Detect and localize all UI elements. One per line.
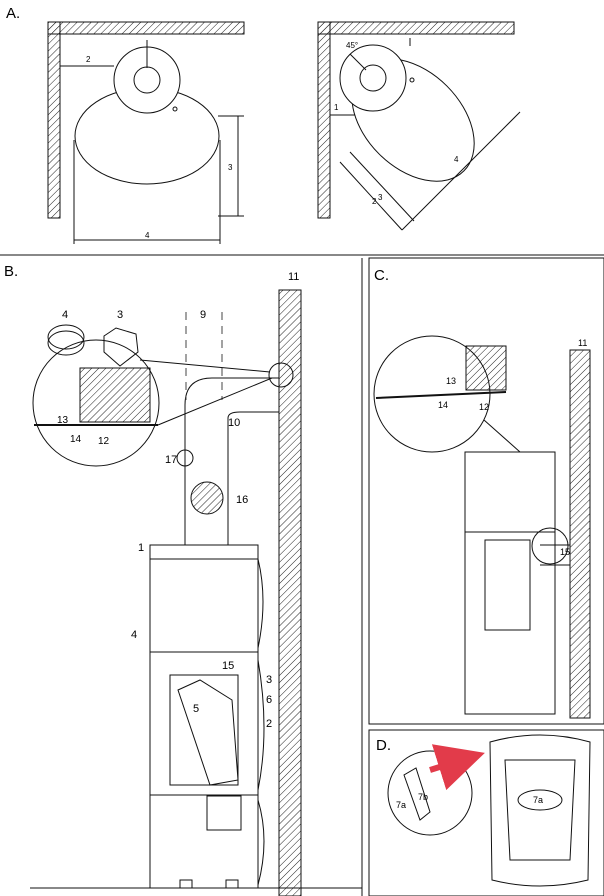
panel-b-stove [149,544,265,889]
callout-c-15: 15 [560,547,570,557]
callout-c-12: 12 [479,402,489,412]
callout-a-r3: 3 [378,193,383,202]
panel-b-flue-pipe [176,312,294,545]
callout-d-7a-2: 7a [533,795,543,805]
callout-d-7a: 7a [396,800,406,810]
label-panel-b: B. [4,263,18,280]
panel-frames [0,254,604,896]
callout-b-13: 13 [57,415,69,426]
callout-b-1: 1 [138,542,144,554]
label-panel-a: A. [6,5,20,22]
callout-b-2: 2 [266,718,272,730]
panel-b-detail-zoom [32,324,273,467]
callout-c-13: 13 [446,376,456,386]
callout-b-17: 17 [165,454,177,466]
panel-b-wall [30,289,362,896]
callout-b-3: 3 [117,309,123,321]
callout-b-4: 4 [62,309,68,321]
callout-b-9: 9 [200,309,206,321]
callout-a-r4: 4 [454,155,459,164]
callout-b-5: 5 [193,703,199,715]
callout-a-4: 4 [145,231,150,240]
callout-a-r5: 45° [346,41,358,50]
callout-b-16: 16 [236,494,248,506]
callout-b-6: 6 [266,694,272,706]
callout-b-14: 14 [70,434,82,445]
panel-c-drawing [373,335,591,719]
callout-b-12: 12 [98,436,110,447]
callout-b-15: 15 [222,660,234,672]
label-panel-c: C. [374,267,389,284]
panel-a-left-drawing [47,21,245,244]
panel-a-right-drawing [317,21,521,231]
callout-b-11: 11 [288,271,299,283]
callout-c-11: 11 [578,338,587,348]
callout-b-4b: 4 [131,629,137,641]
callout-c-14: 14 [438,400,448,410]
callout-b-10: 10 [228,417,240,429]
label-panel-d: D. [376,737,391,754]
callout-a-r2: 2 [372,197,377,206]
callout-b-3b: 3 [266,674,272,686]
callout-a-2: 2 [86,55,91,64]
callout-d-7b: 7b [418,792,428,802]
callout-a-r1: 1 [334,103,339,112]
callout-a-3: 3 [228,163,233,172]
panel-d-drawing [387,734,591,887]
